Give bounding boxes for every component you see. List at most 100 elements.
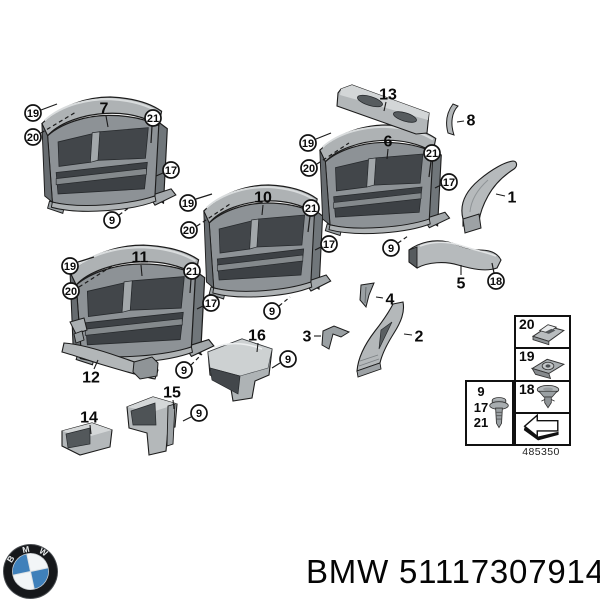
svg-text:9: 9: [181, 365, 187, 377]
sheet-metal-clip-icon: [531, 324, 565, 346]
callout-17: 17: [320, 235, 338, 253]
callout-20: 20: [180, 221, 198, 239]
part-5-shape: [408, 240, 502, 271]
leader-line-callout-21: [189, 278, 192, 294]
svg-text:19: 19: [64, 261, 76, 273]
fastener-legend-column: 20 19 18: [514, 315, 571, 446]
leader-line-part-16: [256, 342, 259, 353]
part-label-12: 12: [82, 370, 100, 387]
part-label-14: 14: [80, 410, 98, 427]
expansion-rivet-icon: [536, 384, 560, 409]
svg-text:9: 9: [285, 354, 291, 366]
svg-text:20: 20: [303, 163, 315, 175]
svg-text:20: 20: [183, 225, 195, 237]
leader-line-part-15: [172, 399, 175, 410]
part-label-5: 5: [457, 276, 466, 293]
part-number-title: BMW 51117307914: [306, 553, 600, 590]
callout-21: 21: [302, 199, 320, 217]
leader-line-part-4: [375, 296, 384, 299]
bmw-logo-letter-b: B: [5, 554, 17, 565]
svg-text:19: 19: [27, 108, 39, 120]
part-8-shape: [446, 103, 459, 136]
callout-17: 17: [440, 173, 458, 191]
part-12-shape: [61, 317, 159, 380]
part-label-8: 8: [467, 113, 476, 130]
leader-line-part-7: [105, 115, 109, 128]
callout-19: 19: [24, 104, 42, 122]
leader-line-part-13: [383, 101, 387, 112]
svg-text:21: 21: [186, 266, 198, 278]
svg-text:20: 20: [65, 286, 77, 298]
cage-nut-icon: [530, 358, 566, 379]
svg-text:9: 9: [269, 306, 275, 318]
callout-9: 9: [382, 239, 400, 257]
part-label-7: 7: [100, 101, 109, 118]
part-3-shape: [321, 325, 351, 350]
callout-21: 21: [144, 109, 162, 127]
leader-line-part-1: [495, 193, 506, 197]
callout-21: 21: [423, 144, 441, 162]
leader-line-callout-9: [271, 362, 281, 369]
svg-text:9: 9: [196, 408, 202, 420]
leader-line-callout-18: [491, 262, 495, 274]
part-label-13: 13: [379, 87, 397, 104]
part-label-11: 11: [132, 250, 149, 267]
leader-line-callout-20: [316, 142, 350, 165]
leader-line-callout-9: [182, 416, 192, 422]
drawing-number: 485350: [522, 446, 560, 458]
legend-label-9: 9: [477, 384, 485, 399]
svg-text:20: 20: [27, 132, 39, 144]
leader-line-callout-17: [196, 305, 204, 310]
leader-line-callout-9: [278, 296, 291, 307]
callout-17: 17: [202, 294, 220, 312]
leader-line-callout-19: [195, 193, 213, 200]
legend-cell-direction: [516, 413, 569, 444]
leader-line-callout-19: [40, 103, 58, 111]
callout-21: 21: [183, 262, 201, 280]
leader-line-callout-21: [307, 215, 311, 233]
leader-line-part-12: [93, 359, 99, 370]
legend-cell-20: 20: [516, 317, 569, 350]
leader-line-callout-17: [155, 172, 164, 177]
svg-text:9: 9: [388, 243, 394, 255]
part-4-shape: [359, 282, 375, 309]
part-13-shape: [336, 84, 430, 135]
bmw-logo: B M W: [3, 544, 58, 599]
callout-18: 18: [487, 272, 505, 290]
callout-9: 9: [103, 211, 121, 229]
legend-label-21: 21: [473, 415, 489, 430]
leader-line-callout-21: [150, 125, 153, 144]
svg-text:21: 21: [426, 148, 438, 160]
leader-line-callout-21: [428, 160, 432, 178]
callout-9: 9: [190, 404, 208, 422]
leader-line-part-14: [89, 424, 92, 435]
part-label-16: 16: [248, 328, 266, 345]
part-15-shape: [126, 396, 178, 456]
callout-9: 9: [279, 350, 297, 368]
part-2-shape: [356, 301, 405, 378]
callout-20: 20: [300, 159, 318, 177]
leader-line-callout-17: [314, 246, 322, 251]
leader-line-callout-9: [118, 206, 131, 216]
part-label-6: 6: [384, 134, 393, 151]
screw-icon: [489, 397, 509, 429]
legend-screw-cell: 9 17 21: [465, 380, 514, 446]
svg-text:21: 21: [305, 203, 317, 215]
bmw-logo-letter-m: M: [21, 544, 30, 555]
svg-text:17: 17: [443, 177, 455, 189]
legend-label-17: 17: [473, 399, 489, 415]
svg-text:17: 17: [205, 298, 217, 310]
part-label-4: 4: [386, 292, 395, 309]
svg-text:17: 17: [323, 239, 335, 251]
svg-text:9: 9: [109, 215, 115, 227]
legend-cell-19: 19: [516, 349, 569, 382]
svg-text:17: 17: [165, 165, 177, 177]
callout-20: 20: [24, 128, 42, 146]
part-14-shape: [61, 422, 113, 456]
front-direction-arrow-icon: [523, 413, 559, 441]
legend-label-18: 18: [519, 380, 535, 397]
part-label-2: 2: [415, 329, 424, 346]
leader-line-part-11: [140, 264, 143, 277]
part-label-1: 1: [508, 190, 517, 207]
